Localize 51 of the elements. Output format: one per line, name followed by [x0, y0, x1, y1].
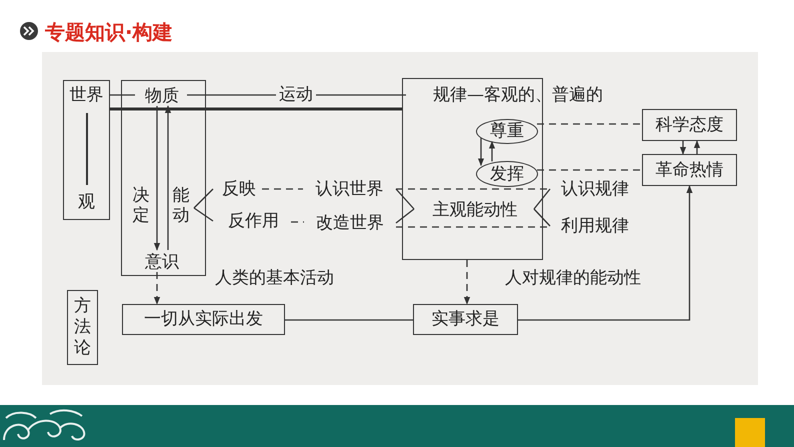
- arrow: [478, 138, 484, 166]
- term-ellipse: 尊重: [476, 119, 538, 144]
- connector: [194, 207, 214, 222]
- process-box: 科学态度: [642, 109, 737, 141]
- process-box: 实事求是: [413, 304, 518, 335]
- connector: [534, 188, 550, 210]
- process-box: [63, 80, 110, 220]
- term-label: 认识规律: [550, 177, 640, 201]
- box-label: 方法论: [74, 296, 91, 360]
- connector: [396, 188, 550, 190]
- heading: 专题知识·构建: [45, 19, 173, 46]
- term-label: 认识世界: [303, 178, 396, 200]
- arrow: [680, 141, 686, 155]
- note-label: 人类的基本活动: [215, 268, 334, 288]
- term-label: 反作用: [216, 210, 291, 232]
- arrow: [518, 185, 693, 321]
- arrow: [464, 260, 470, 305]
- term-ellipse: 发挥: [476, 161, 538, 187]
- connector: [262, 188, 303, 190]
- connector: [285, 319, 413, 321]
- group-box: [121, 80, 206, 276]
- connector: [110, 94, 135, 96]
- connector: [537, 169, 642, 171]
- arrow: [154, 106, 160, 251]
- connector: [291, 221, 304, 223]
- note-label: 人对规律的能动性: [505, 268, 641, 288]
- term-label: 规律—客观的、普遍的: [406, 83, 630, 107]
- connector: [110, 108, 402, 110]
- arrow: [164, 105, 172, 250]
- process-box: [67, 290, 98, 365]
- arrow: [694, 140, 700, 154]
- connector: [534, 208, 550, 226]
- arrow: [488, 140, 496, 162]
- connector: [194, 188, 214, 208]
- term-label: 主观能动性: [415, 197, 535, 223]
- term-label: 意识: [136, 251, 188, 273]
- group-box: [402, 78, 543, 260]
- connector: [396, 188, 414, 210]
- arrow: [154, 272, 160, 305]
- box-label: 世界: [70, 87, 104, 104]
- box-label: 观: [78, 194, 95, 211]
- term-label: 反映: [216, 178, 262, 200]
- connector: [396, 226, 550, 228]
- connector: [396, 208, 414, 224]
- edge-label: 运动: [276, 86, 316, 104]
- connector: [537, 123, 642, 125]
- process-box: 一切从实际出发: [122, 304, 285, 335]
- term-label: 利用规律: [550, 214, 640, 238]
- term-label: 物质: [136, 85, 188, 107]
- process-box: 革命热情: [642, 154, 737, 186]
- term-label: 改造世界: [304, 212, 396, 234]
